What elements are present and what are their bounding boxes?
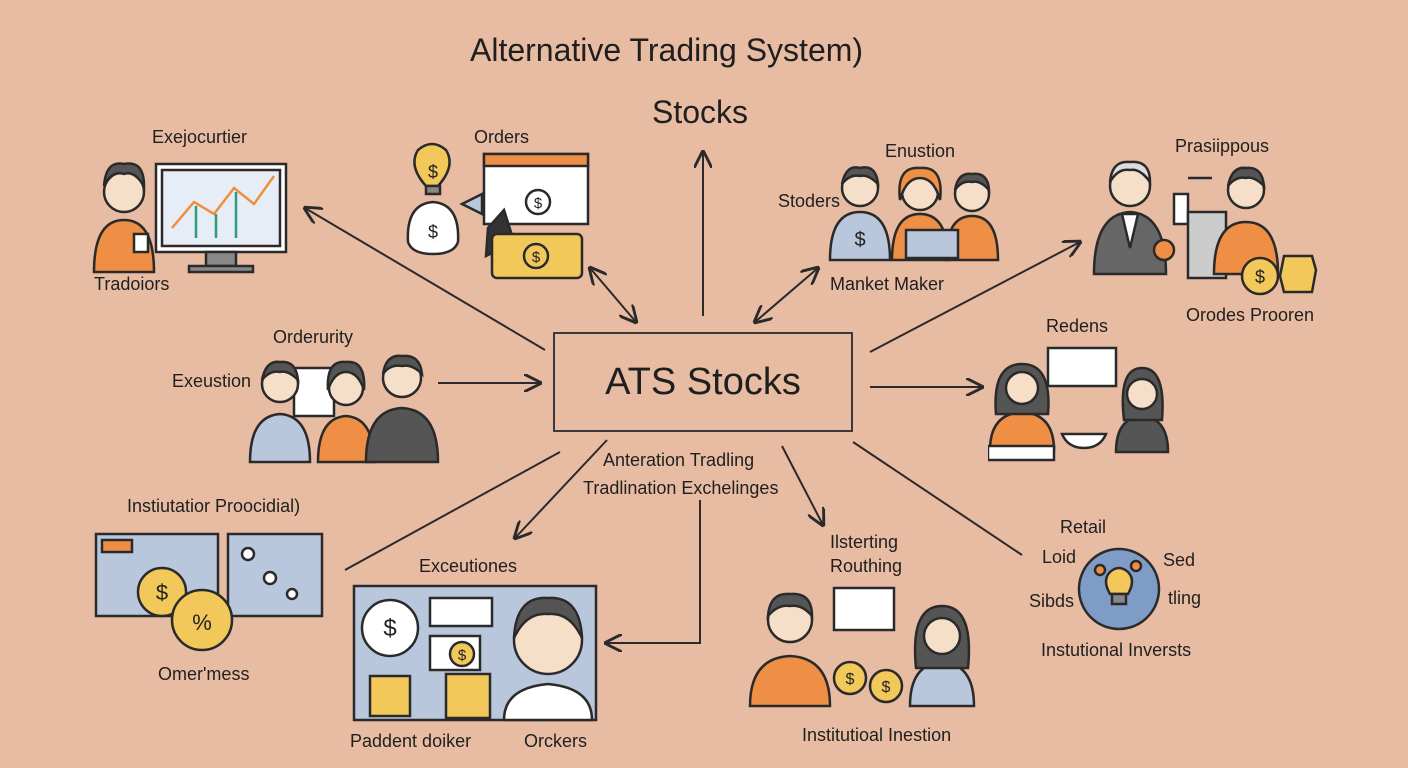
market-maker-label: Manket Maker (830, 274, 945, 294)
orders-title: Orders (474, 127, 530, 147)
top-right-coin-dollar-icon: $ (1255, 267, 1265, 287)
arrow-market-maker (755, 268, 818, 322)
orders-bag-dollar-icon: $ (428, 222, 438, 242)
bottom-center-title: Exceutiones (419, 556, 518, 576)
bottom-right-tl: Loid (1042, 547, 1077, 567)
top-right-label: Orodes Prooren (1186, 305, 1315, 325)
bottom-left-title: Instiutatior Proocidial) (127, 496, 301, 516)
bottom-center-label-right: Orckers (524, 731, 587, 751)
mid-left-group-illustration (248, 354, 440, 464)
orders-bulb-dollar-icon: $ (428, 162, 438, 182)
bottom-mid-coin1-icon: $ (846, 671, 855, 688)
top-left-title: Exejocurtier (152, 127, 248, 147)
arrow-to-bottom-center (606, 500, 701, 643)
bottom-right-title: Retail (1060, 517, 1107, 537)
bottom-center-label-left: Paddent doiker (350, 731, 472, 751)
mid-right-illustration (988, 346, 1170, 462)
bottom-right-label: Instutional Inversts (1041, 640, 1192, 660)
arrow-to-executions (515, 439, 608, 538)
arrow-to-traders (305, 208, 546, 351)
mid-left-title: Orderurity (273, 327, 354, 347)
bottom-mid-title-2: Routhing (830, 556, 903, 576)
bottom-mid-title-1: Ilsterting (830, 532, 899, 552)
center-sub2: Tradlination Exchelinges (583, 478, 779, 498)
bottom-center-illustration: $ $ (352, 584, 598, 722)
bottom-right-tr: Sed (1163, 550, 1196, 570)
bottom-right-br: tling (1168, 588, 1202, 608)
top-left-label: Tradoiors (94, 274, 170, 294)
ats-stocks-box: ATS Stocks (553, 332, 853, 432)
mid-right-title: Redens (1046, 316, 1109, 336)
orders-illustration: $ $ $ $ (406, 142, 590, 280)
market-maker-top: Enustion (885, 141, 956, 161)
mid-left-side-label: Exeustion (172, 371, 252, 391)
arrow-to-routing (781, 445, 823, 525)
arrow-to-top-right (869, 242, 1080, 353)
diagram-subtitle: Stocks (652, 94, 749, 130)
retail-globe-illustration (1077, 547, 1161, 631)
bottom-left-illustration: $ % (94, 532, 324, 652)
bottom-left-coin-icon: $ (156, 580, 168, 605)
top-right-illustration: $ (1092, 160, 1318, 296)
diagram-title: Alternative Trading System) (470, 32, 864, 68)
bottom-center-coin-dollar-icon: $ (458, 647, 467, 664)
orders-screen-dollar-icon: $ (534, 195, 543, 212)
market-maker-left: Stoders (778, 191, 841, 211)
bottom-left-percent-icon: % (192, 610, 212, 635)
bottom-left-label: Omer'mess (158, 664, 250, 684)
trader-monitor-illustration (92, 162, 288, 274)
orders-card-dollar-icon: $ (532, 249, 541, 266)
ats-stocks-label: ATS Stocks (605, 360, 801, 403)
arrow-orders (590, 268, 636, 322)
arrow-bottom-left (344, 451, 561, 571)
bottom-mid-label: Institutioal Inestion (802, 725, 952, 745)
bottom-mid-coin2-icon: $ (882, 679, 891, 696)
center-sub1: Anteration Tradling (603, 450, 755, 470)
bottom-right-bl: Sibds (1029, 591, 1075, 611)
top-right-title: Prasiippous (1175, 136, 1270, 156)
market-maker-illustration: $ (828, 166, 1000, 262)
market-maker-dollar-icon: $ (854, 229, 865, 251)
bottom-center-lens-dollar-icon: $ (383, 615, 396, 642)
bottom-mid-illustration: $ $ (748, 586, 976, 708)
arrow-to-retail (852, 441, 1023, 556)
